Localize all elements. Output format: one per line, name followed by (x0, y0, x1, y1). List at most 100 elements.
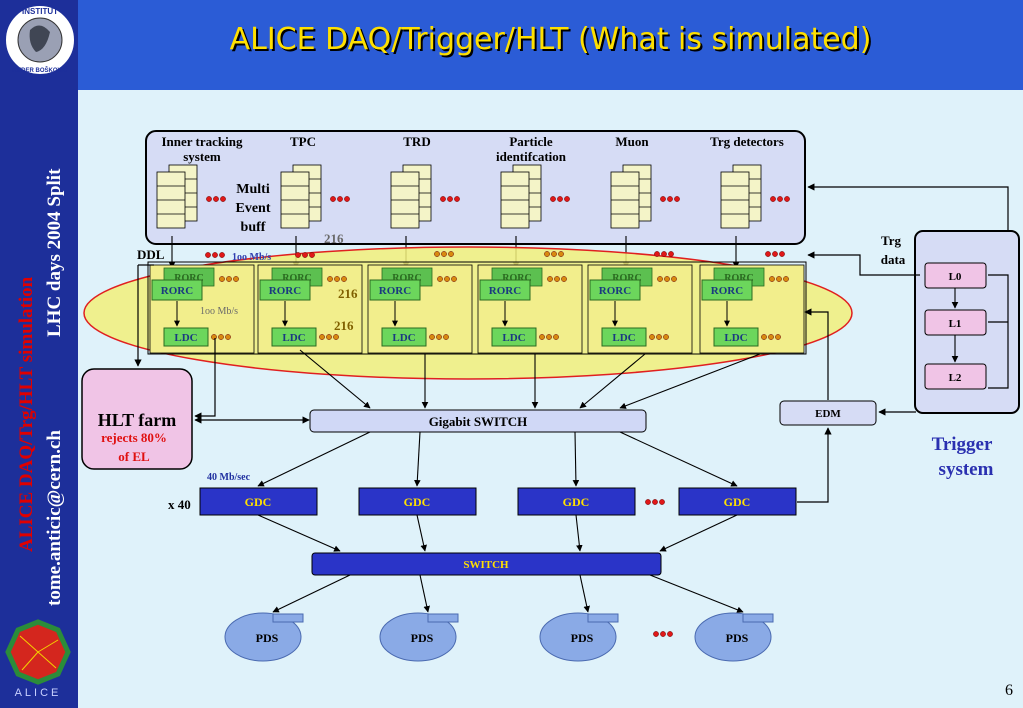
ellipsis-dot (295, 252, 301, 258)
ldc-label: LDC (174, 332, 197, 344)
gdc-box (358, 487, 477, 516)
ldc-box (163, 327, 209, 347)
ellipsis-dot (225, 334, 231, 340)
ellipsis-dot (309, 252, 315, 258)
gdc-box (517, 487, 636, 516)
trg-data-label-2: data (881, 252, 906, 267)
detector-label: Inner tracking (161, 134, 243, 149)
detector-label: identifcation (496, 149, 567, 164)
ellipsis-dot (448, 251, 454, 257)
ellipsis-dot (769, 276, 775, 282)
ellipsis-dot (765, 251, 771, 257)
rorc-back-label: RORC (502, 273, 531, 284)
edm-label: EDM (815, 408, 841, 420)
ldc-label: LDC (282, 332, 305, 344)
detector-label: TRD (403, 134, 430, 149)
ellipsis-dot (667, 196, 673, 202)
gdc-label: GDC (404, 495, 431, 509)
ldc-to-switch-arrow (619, 353, 761, 409)
ellipsis-dot (674, 196, 680, 202)
ellipsis-dot (444, 276, 450, 282)
ellipsis-dot (557, 196, 563, 202)
ellipsis-dot (436, 334, 442, 340)
hlt-farm-box (81, 368, 193, 470)
ellipsis-dot (429, 334, 435, 340)
buffer-label-1: Multi (236, 182, 270, 197)
switch-to-gdc-arrow (572, 431, 580, 487)
switch-to-gdc-arrow (414, 431, 421, 487)
gigabit-switch-label: Gigabit SWITCH (429, 414, 528, 429)
pds-storage (379, 612, 457, 662)
rorc-label: RORC (599, 285, 631, 297)
switch-to-gdc-arrow (257, 431, 371, 487)
ellipsis-dot (443, 334, 449, 340)
ellipsis-dot (775, 334, 781, 340)
pds-tab (272, 613, 304, 623)
hlt-farm-note-1: rejects 80% (101, 430, 167, 445)
gdc-to-switch-arrow (257, 514, 341, 552)
ellipsis-dot (327, 276, 333, 282)
detector-label: Trg detectors (710, 134, 784, 149)
ellipsis-dot (218, 334, 224, 340)
ellipsis-dot (233, 276, 239, 282)
pds-storage (694, 612, 772, 662)
ellipsis-dot (330, 196, 336, 202)
rorc-back-label: RORC (612, 273, 641, 284)
link-rate-label: 1oo Mb/s (232, 252, 271, 263)
trigger-system-label-2: system (939, 459, 994, 480)
trigger-level-box (924, 363, 987, 390)
ellipsis-dot (451, 276, 457, 282)
ellipsis-dot (219, 252, 225, 258)
ldc-to-switch-arrow (579, 353, 646, 409)
gdc-label: GDC (724, 495, 751, 509)
gdc-label: GDC (563, 495, 590, 509)
ellipsis-dot (656, 334, 662, 340)
ellipsis-dot (660, 196, 666, 202)
gdc-multiplier: x 40 (168, 497, 191, 512)
readout-to-switch-arrows (299, 349, 761, 409)
pds-tab (742, 613, 774, 623)
rorc-box (479, 279, 531, 301)
rorc-label: RORC (379, 285, 411, 297)
ellipsis-dot (668, 251, 674, 257)
ldc-label: LDC (724, 332, 747, 344)
ellipsis-dot (554, 276, 560, 282)
ddl-label: DDL (137, 247, 165, 262)
pds-label: PDS (571, 631, 594, 645)
rorc-label: RORC (711, 285, 743, 297)
slide-title: ALICE DAQ/Trigger/HLT (What is simulated… (229, 22, 872, 57)
pds-storage (539, 612, 617, 662)
ellipsis-dot (212, 252, 218, 258)
ellipsis-dot (645, 499, 651, 505)
sidebar (0, 0, 78, 708)
pds-tab (427, 613, 459, 623)
ellipsis-dot (440, 196, 446, 202)
hlt-farm-note-2: of EL (118, 449, 150, 464)
rorc-label: RORC (161, 285, 193, 297)
ellipsis-dot (653, 631, 659, 637)
ldc-box (713, 327, 759, 347)
count-216-rorc: 216 (338, 286, 358, 301)
ellipsis-dot (660, 631, 666, 637)
ellipsis-dot (547, 276, 553, 282)
ellipsis-dot (657, 276, 663, 282)
readout-group: RORCRORCLDCRORCRORCLDCRORCRORCLDCRORCROR… (147, 251, 807, 355)
ellipsis-dot (550, 196, 556, 202)
ellipsis-dot (447, 196, 453, 202)
ldc-box (491, 327, 537, 347)
gdc-rate-label: 40 Mb/sec (207, 472, 251, 483)
ellipsis-dot (667, 631, 673, 637)
ellipsis-dot (334, 276, 340, 282)
ellipsis-dot (434, 251, 440, 257)
pds-storage (224, 612, 302, 662)
ellipsis-dot (213, 196, 219, 202)
title-bar (78, 0, 1023, 90)
ellipsis-dot (302, 252, 308, 258)
trg-data-label-1: Trg (881, 233, 901, 248)
ellipsis-dot (341, 276, 347, 282)
switch-to-pds-arrow (272, 574, 351, 613)
ellipsis-dot (344, 196, 350, 202)
